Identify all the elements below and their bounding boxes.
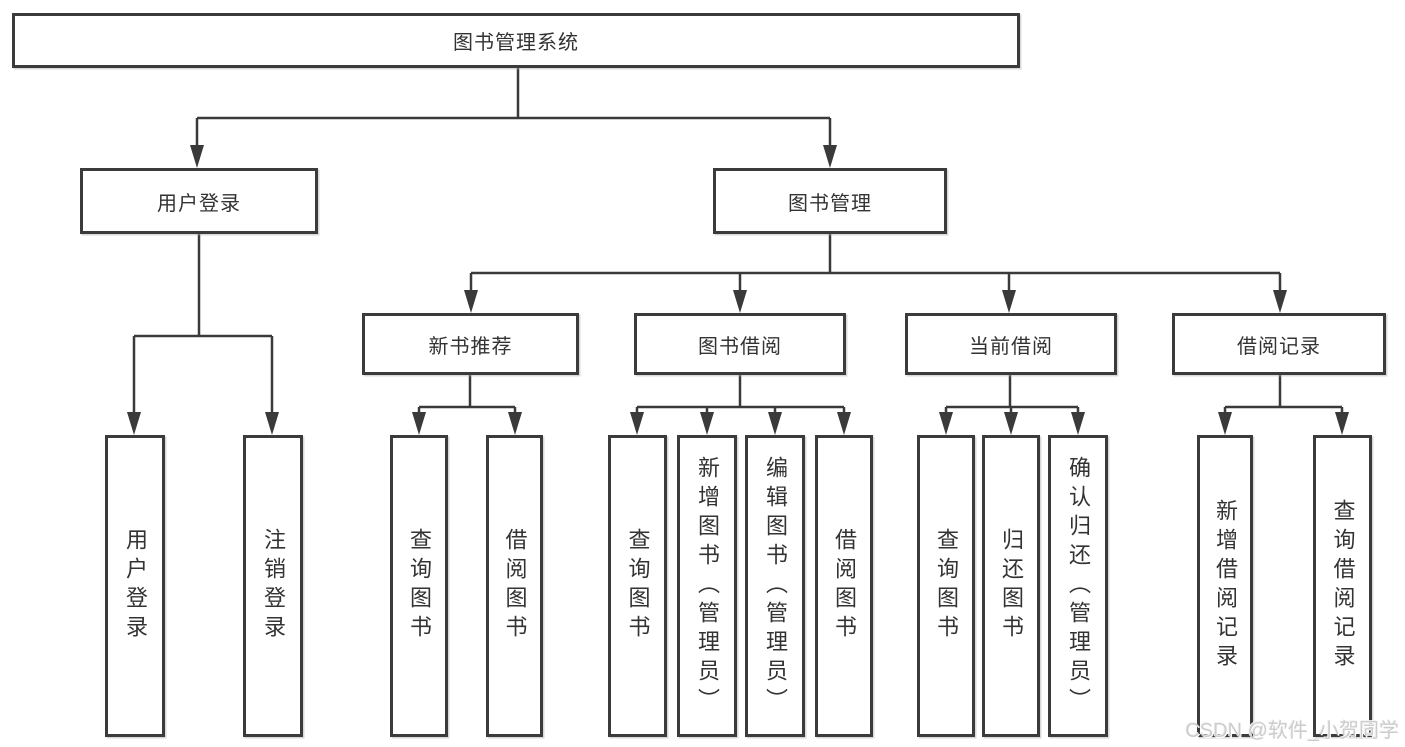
leaf-label: 查询图书 — [934, 528, 959, 644]
connector-user-login-to-leaves — [127, 234, 279, 435]
leaf-add-books-admin: 新增图书（管理员） — [677, 435, 737, 737]
connector-book-borrow-to-leaves — [630, 375, 851, 435]
leaf-user-login: 用户登录 — [105, 435, 165, 737]
node-book-management: 图书管理 — [713, 168, 947, 234]
leaf-label: 确认归还（管理员） — [1066, 455, 1091, 717]
leaf-label: 借阅图书 — [832, 528, 857, 644]
node-book-borrowing: 图书借阅 — [634, 313, 846, 375]
leaf-query-books: 查询图书 — [917, 435, 975, 737]
node-label: 用户登录 — [157, 192, 241, 215]
leaf-label: 新增图书（管理员） — [695, 455, 720, 717]
leaf-query-books: 查询图书 — [608, 435, 667, 737]
leaf-label: 编辑图书（管理员） — [763, 455, 788, 717]
leaf-label: 归还图书 — [999, 528, 1024, 644]
leaf-edit-books-admin: 编辑图书（管理员） — [745, 435, 805, 737]
node-label: 借阅记录 — [1237, 335, 1321, 358]
node-label: 图书管理 — [788, 192, 872, 215]
node-borrowing-records: 借阅记录 — [1172, 313, 1386, 375]
leaf-query-borrow-record: 查询借阅记录 — [1313, 435, 1372, 737]
node-current-borrowing: 当前借阅 — [905, 313, 1117, 375]
node-new-book-recommendation: 新书推荐 — [362, 313, 579, 375]
leaf-query-books: 查询图书 — [390, 435, 448, 737]
connector-root-to-level2 — [190, 68, 837, 168]
node-label: 新书推荐 — [428, 335, 513, 358]
leaf-borrow-books: 借阅图书 — [815, 435, 873, 737]
leaf-borrow-books: 借阅图书 — [486, 435, 543, 737]
leaf-confirm-return-admin: 确认归还（管理员） — [1048, 435, 1108, 737]
connector-book-management-to-sections — [464, 234, 1287, 313]
node-label: 图书借阅 — [698, 335, 782, 358]
node-library-management-system: 图书管理系统 — [12, 13, 1020, 68]
leaf-label: 新增借阅记录 — [1213, 499, 1238, 673]
leaf-logout: 注销登录 — [243, 435, 303, 737]
connector-current-borrow-to-leaves — [939, 375, 1085, 435]
leaf-label: 查询图书 — [407, 528, 432, 644]
leaf-return-books: 归还图书 — [982, 435, 1040, 737]
node-label: 当前借阅 — [969, 335, 1053, 358]
leaf-label: 注销登录 — [261, 528, 286, 644]
node-label: 图书管理系统 — [453, 32, 579, 54]
leaf-label: 用户登录 — [123, 528, 148, 644]
connector-new-book-to-leaves — [412, 375, 522, 435]
leaf-label: 查询图书 — [625, 528, 651, 644]
leaf-label: 借阅图书 — [502, 528, 528, 644]
node-user-login: 用户登录 — [80, 168, 318, 234]
connector-borrow-records-to-leaves — [1218, 375, 1349, 435]
leaf-label: 查询借阅记录 — [1330, 499, 1356, 673]
csdn-watermark: CSDN @软件_小贺同学 — [1185, 720, 1399, 742]
leaf-add-borrow-record: 新增借阅记录 — [1197, 435, 1253, 737]
